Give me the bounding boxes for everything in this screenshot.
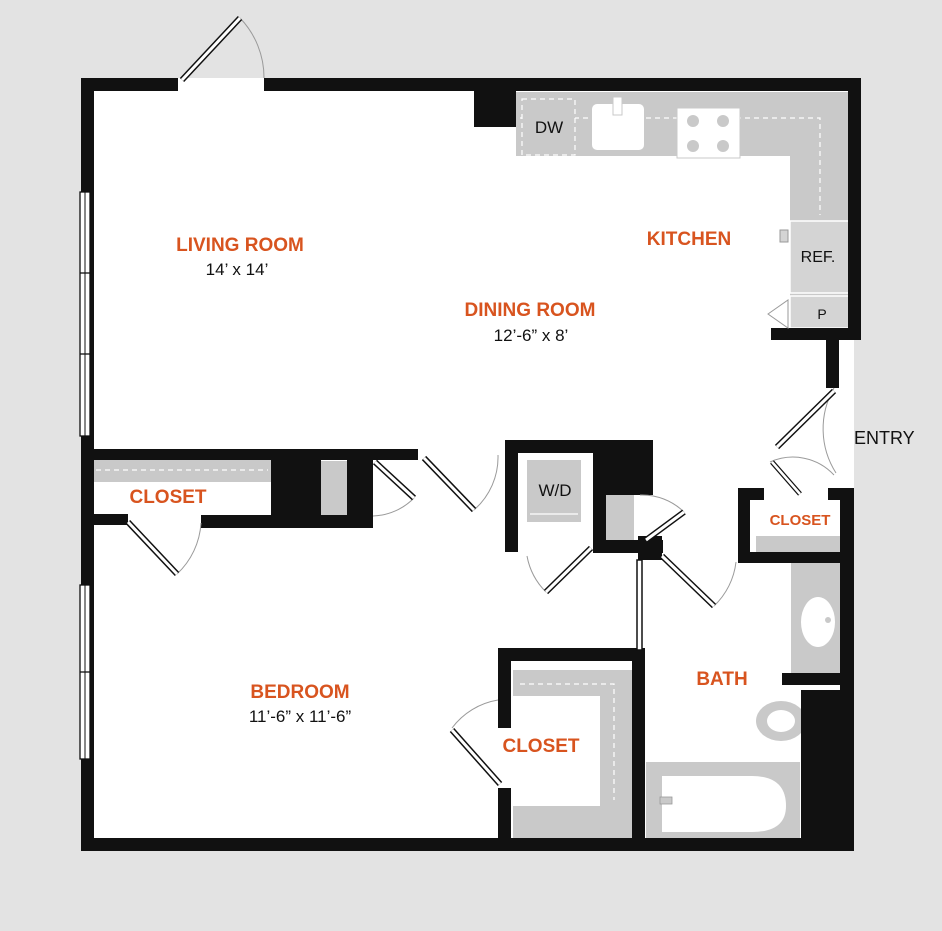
bath-label: BATH xyxy=(696,669,747,690)
dining-room-dims: 12’-6” x 8’ xyxy=(494,326,569,345)
bedroom-closet-rod xyxy=(520,683,615,800)
entry-door[interactable] xyxy=(774,387,837,474)
burner xyxy=(687,140,699,152)
bath-door[interactable] xyxy=(659,553,737,609)
entry-label: ENTRY xyxy=(854,428,915,448)
stove xyxy=(676,107,741,159)
utility-shelf xyxy=(606,493,634,541)
bedroom-door[interactable] xyxy=(421,454,499,513)
pantry-door[interactable] xyxy=(767,299,789,329)
tub-faucet xyxy=(659,796,673,805)
living-room-label: LIVING ROOM xyxy=(176,235,304,256)
refrigerator-label: REF. xyxy=(801,249,836,266)
burner xyxy=(687,115,699,127)
sink-drain xyxy=(825,617,831,623)
balcony-door[interactable] xyxy=(179,15,265,83)
bedroom-closet-door[interactable] xyxy=(449,699,503,786)
tub-basin xyxy=(662,776,786,832)
left-closet-door[interactable] xyxy=(125,519,202,577)
entry-closet-shelf xyxy=(756,536,842,552)
bedroom-dims: 11’-6” x 11’-6” xyxy=(249,707,352,726)
bedroom-closet-shelf-bottom xyxy=(513,806,632,838)
dining-room-label: DINING ROOM xyxy=(465,300,596,321)
dishwasher-label: DW xyxy=(535,118,563,137)
washer-dryer-label: W/D xyxy=(538,481,571,500)
faucet xyxy=(612,96,623,116)
kitchen-label: KITCHEN xyxy=(647,229,731,250)
washer-dryer xyxy=(527,460,581,522)
refrigerator xyxy=(789,220,850,294)
entry-closet-door[interactable] xyxy=(769,456,835,496)
living-room-dims: 14’ x 14’ xyxy=(206,260,269,279)
pantry-label: P xyxy=(817,306,826,322)
living-room-windows xyxy=(79,191,91,437)
linen-closet-door[interactable] xyxy=(372,459,417,517)
sink xyxy=(592,104,644,150)
fridge-handle xyxy=(779,229,789,243)
dishwasher xyxy=(521,98,576,156)
left-closet-label: CLOSET xyxy=(129,487,206,508)
bath-sink xyxy=(801,597,835,647)
pocket-door[interactable] xyxy=(636,559,643,651)
bedroom-closet-label: CLOSET xyxy=(502,736,579,757)
exterior-area xyxy=(855,78,942,418)
burner xyxy=(717,115,729,127)
laundry-door[interactable] xyxy=(526,545,594,595)
walls xyxy=(81,78,861,851)
utility-door[interactable] xyxy=(639,494,686,543)
toilet-seat xyxy=(767,710,795,732)
burner xyxy=(717,140,729,152)
bedroom-windows xyxy=(79,584,91,760)
kitchen-counter xyxy=(516,92,850,329)
entry-closet-label: CLOSET xyxy=(770,512,831,529)
left-closet-shelf xyxy=(93,460,271,482)
linen-shelf xyxy=(321,461,347,518)
bedroom-label: BEDROOM xyxy=(250,682,349,703)
